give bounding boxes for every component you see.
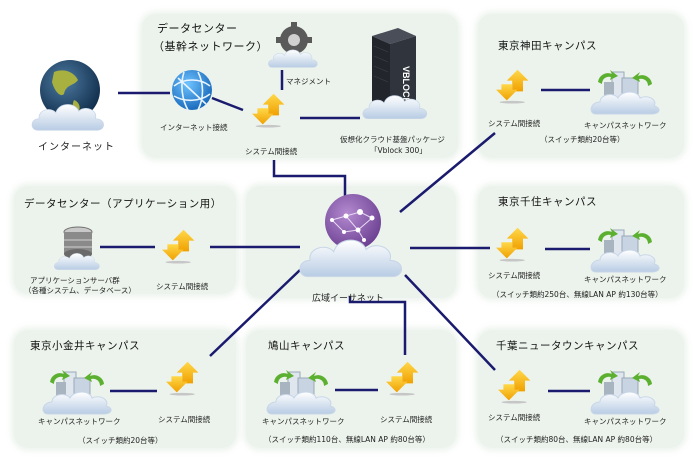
internet-connection-globe-icon [172,70,212,111]
hatoyama-system-interconnect-icon [386,361,419,396]
senju-system-interconnect-icon [496,227,529,262]
wan-cloud-globe-icon [299,194,403,278]
senju-campus-network-icon [590,227,660,273]
internet-globe-icon [31,60,105,131]
hatoyama-system-interconnect-label: システム間接続 [380,415,433,424]
link-wan-to-hatoyama [348,296,407,355]
core-dc-title-line2: （基幹ネットワーク） [153,40,268,53]
senju-campus-title: 東京千住キャンパス [498,196,597,208]
kanda-campus-network-icon [590,69,660,115]
hatoyama-campus-note: （スイッチ類約110台、無線LAN AP 約80台等） [264,435,430,444]
management-gear-icon [268,22,318,68]
app-dc-title: データセンター（アプリケーション用） [24,198,222,210]
hatoyama-campus-title: 鳩山キャンパス [268,340,345,352]
panel-app-datacenter [14,186,236,294]
hatoyama-campus-network-label: キャンパスネットワーク [262,417,345,426]
koganei-campus-title: 東京小金井キャンパス [30,340,140,352]
koganei-system-interconnect-icon [166,361,199,396]
chiba-campus-note: （スイッチ類約80台、無線LAN AP 約80台等） [496,435,658,444]
senju-campus-note: （スイッチ類約250台、無線LAN AP 約130台等） [492,290,663,299]
kanda-campus-title: 東京神田キャンパス [498,40,597,52]
chiba-campus-title: 千葉ニュータウンキャンパス [496,340,639,352]
koganei-campus-network-label: キャンパスネットワーク [38,417,121,426]
kanda-system-interconnect-label: システム間接続 [488,119,541,128]
link-wan-to-chiba [404,274,496,371]
link-gateway-to-core-switch [211,96,244,112]
senju-system-interconnect-label: システム間接続 [488,271,541,280]
vblock-server-rack-icon: VBLOCK [362,28,428,120]
application-server-icon [54,226,100,270]
internet-label: インターネット [38,142,115,153]
chiba-campus-network-label: キャンパスネットワーク [584,417,667,426]
koganei-campus-network-icon [42,369,112,415]
app-system-interconnect-label: システム間接続 [156,282,209,291]
chiba-system-interconnect-label: システム間接続 [488,413,541,422]
app-system-interconnect-icon [162,229,195,264]
chiba-system-interconnect-icon [498,369,531,404]
management-label: マネジメント [286,77,331,86]
panel-koganei-campus [14,330,236,448]
kanda-system-interconnect-icon [496,69,529,104]
senju-campus-network-label: キャンパスネットワーク [584,275,667,284]
link-wan-to-kanda [399,132,496,213]
vblock-label-line2: 「Vblock 300」 [370,146,427,155]
core-system-interconnect-label: システム間接続 [245,147,298,156]
link-wan-to-koganei [209,269,301,357]
system-interconnect-icon [252,93,285,128]
vblock-label-line1: 仮想化クラウド基盤パッケージ [340,135,445,144]
chiba-campus-network-icon [590,369,660,415]
app-servers-label-line1: アプリケーションサーバ群 [30,276,120,285]
link-core-to-wan [272,160,347,196]
koganei-campus-note: （スイッチ類約20台等） [78,436,163,445]
koganei-system-interconnect-label: システム間接続 [158,415,211,424]
kanda-campus-network-label: キャンパスネットワーク [584,121,667,130]
vblock-brand-text: VBLOCK [401,66,411,105]
internet-connection-label: インターネット接続 [160,123,228,132]
kanda-campus-note: （スイッチ類約20台等） [540,135,625,144]
wan-label: 広域イーサネット [312,294,384,304]
core-dc-title-line1: データセンター [157,22,238,35]
app-servers-label-line2: （各種システム、データベース） [24,286,136,295]
hatoyama-campus-network-icon [266,369,336,415]
